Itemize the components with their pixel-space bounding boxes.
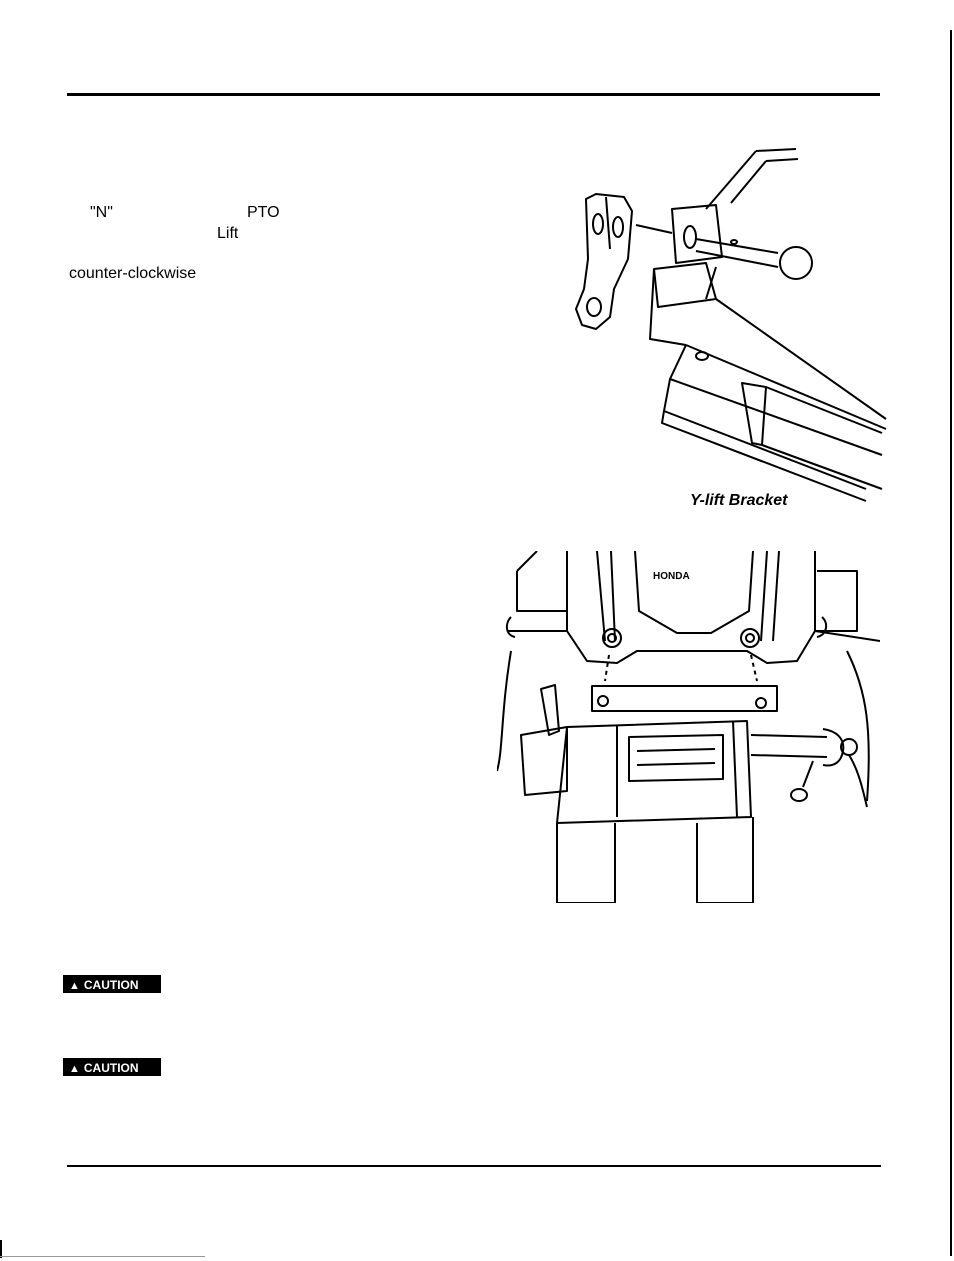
warning-triangle-icon: ▲	[69, 1063, 80, 1075]
hitch-assembly-drawing: HONDA	[497, 551, 880, 903]
right-edge-rule	[950, 30, 952, 1256]
caution-text: CAUTION	[83, 1061, 139, 1075]
footer-rule	[67, 1165, 881, 1167]
text-fragment-n: "N"	[90, 204, 113, 221]
text-fragment-counter-clockwise: counter-clockwise	[69, 265, 197, 282]
figure-y-lift-bracket: Y-lift Bracket	[566, 139, 888, 512]
warning-triangle-icon: ▲	[69, 980, 80, 992]
caution-label-1: ▲CAUTION	[63, 975, 161, 993]
caution-text: CAUTION	[83, 978, 139, 992]
text-fragment-lift: Lift	[217, 225, 239, 242]
honda-emblem: HONDA	[653, 571, 690, 582]
figure-hitch-assembly: HONDA	[497, 551, 880, 903]
header-rule	[67, 93, 880, 96]
caution-label-2: ▲CAUTION	[63, 1058, 161, 1076]
text-fragment-pto: PTO	[247, 204, 280, 221]
bottom-left-scan-mark	[0, 1240, 2, 1258]
bottom-scan-line	[0, 1256, 205, 1257]
y-lift-bracket-drawing: Y-lift Bracket	[575, 148, 887, 509]
figure-caption-y-lift-bracket: Y-lift Bracket	[690, 492, 788, 509]
